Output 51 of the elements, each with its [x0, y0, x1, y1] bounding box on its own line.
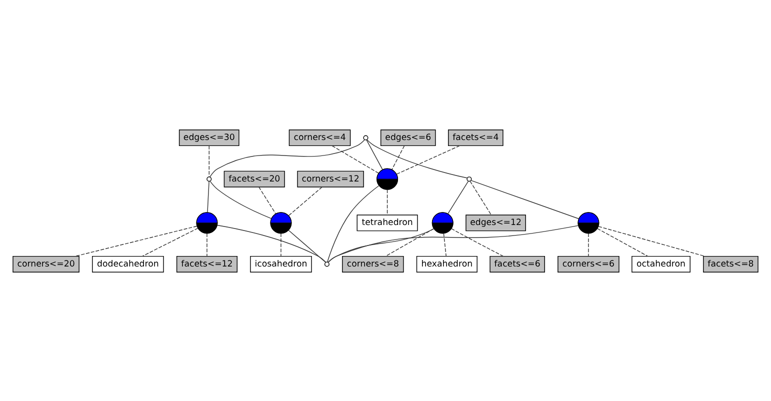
- connector: [206, 232, 208, 256]
- connector: [142, 227, 198, 256]
- connector: [332, 144, 379, 174]
- connector: [258, 186, 276, 214]
- node-box: edges<=12: [466, 214, 526, 231]
- connector: [280, 232, 282, 256]
- connector: [366, 138, 383, 170]
- connector: [385, 228, 434, 256]
- node-box: facets<=6: [490, 255, 545, 272]
- connector: [598, 226, 706, 256]
- node-box: facets<=8: [703, 255, 758, 272]
- node-circle: [324, 261, 330, 266]
- node-box: facets<=12: [176, 255, 238, 272]
- node-box: facets<=20: [224, 170, 285, 187]
- connector: [328, 228, 434, 262]
- connector: [392, 144, 405, 170]
- connector: [328, 224, 579, 262]
- node-box: corners<=4: [288, 129, 351, 146]
- node-circle: [466, 176, 472, 182]
- node-box: dodecahedron: [92, 255, 164, 272]
- node-box: corners<=20: [12, 255, 80, 272]
- node-box: corners<=6: [558, 255, 620, 272]
- connector: [210, 180, 272, 218]
- connector: [208, 144, 210, 177]
- node-box: corners<=8: [342, 255, 404, 272]
- connector: [470, 180, 580, 219]
- node-circle: [206, 176, 212, 182]
- connector: [470, 180, 492, 215]
- connector: [451, 228, 504, 256]
- connector: [327, 184, 380, 262]
- node-box: corners<=12: [297, 170, 364, 187]
- connector: [74, 225, 198, 256]
- node-box: tetrahedron: [356, 214, 418, 231]
- node-box: hexahedron: [416, 255, 478, 272]
- node-box: icosahedron: [250, 255, 312, 272]
- connector: [588, 232, 589, 256]
- node-box: octahedron: [632, 255, 690, 272]
- connector: [448, 180, 469, 214]
- node-box: edges<=30: [178, 129, 240, 146]
- connector: [386, 188, 388, 215]
- node-circle: [363, 134, 368, 140]
- node-box: edges<=6: [380, 129, 436, 146]
- connector: [207, 180, 210, 212]
- connector: [210, 138, 366, 177]
- connector: [288, 229, 326, 262]
- node-box: facets<=4: [448, 129, 504, 146]
- connector: [288, 186, 322, 216]
- connector: [396, 144, 460, 174]
- connector: [443, 232, 446, 256]
- connector: [216, 224, 326, 262]
- connector: [597, 228, 648, 256]
